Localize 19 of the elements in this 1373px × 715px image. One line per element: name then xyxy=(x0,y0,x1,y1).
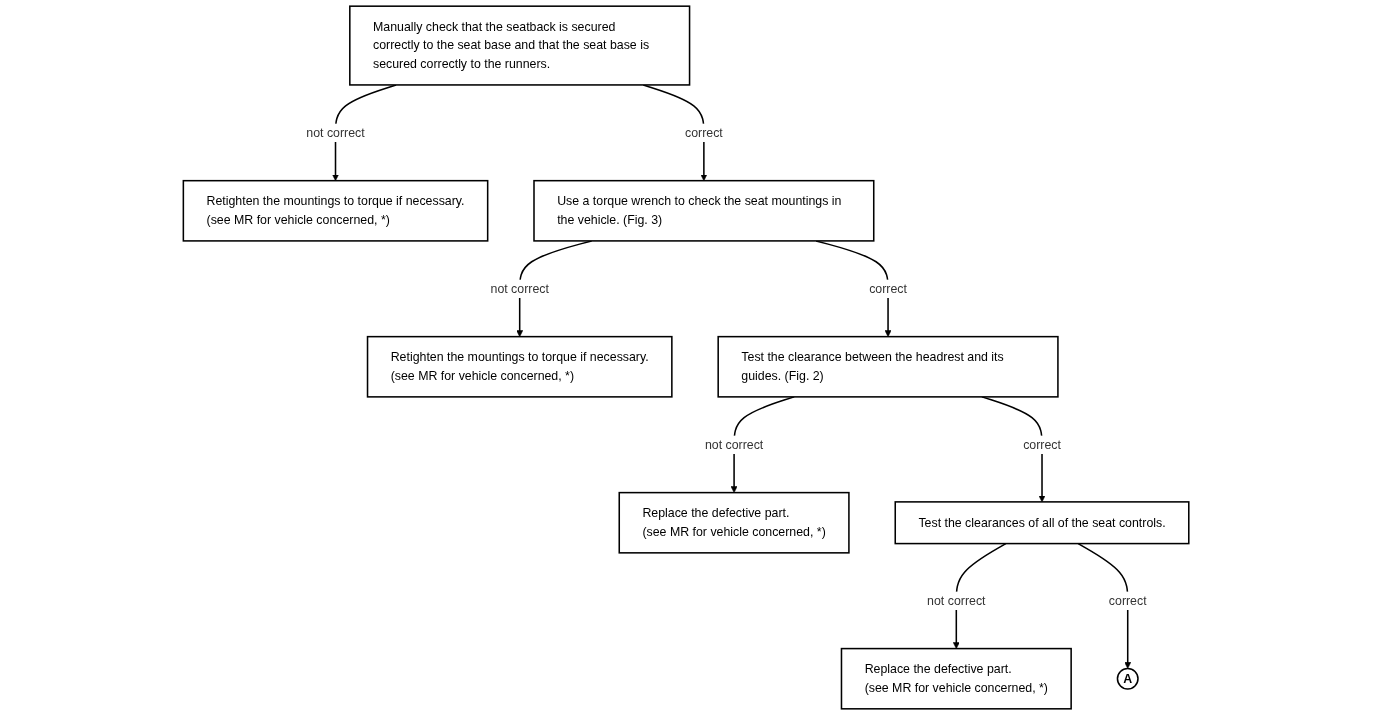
node-box: Use a torque wrench to check the seat mountings in the vehicle. (Fig. 3) xyxy=(533,179,875,242)
node-box: Replace the defective part. (see MR for vehicle concerned, *) xyxy=(841,647,1073,710)
node-box: Test the clearances of all of the seat controls. xyxy=(894,501,1190,545)
edge-label: correct xyxy=(1109,593,1148,607)
edge-label: correct xyxy=(1023,437,1062,451)
node-circle: A xyxy=(1117,667,1140,690)
edge-label: not correct xyxy=(306,125,366,139)
node-box: Retighten the mountings to torque if necessary. (see MR for vehicle concerned, *) xyxy=(367,335,674,398)
node-box: Test the clearance between the headrest and its guides. (Fig. 2) xyxy=(717,335,1060,398)
edge-label: not correct xyxy=(705,437,764,451)
edge-label: not correct xyxy=(927,593,986,607)
node-box: Replace the defective part. (see MR for vehicle concerned, *) xyxy=(618,491,851,554)
arrow xyxy=(1077,542,1132,669)
edge-label: correct xyxy=(685,125,724,139)
arrow xyxy=(981,396,1046,503)
edge-label: correct xyxy=(869,281,908,295)
edge-label: not correct xyxy=(490,281,550,295)
node-box: Retighten the mountings to torque if necessary. (see MR for vehicle concerned, *) xyxy=(183,179,489,242)
node-box: Manually check that the seatback is secured correctly to the seat base and that the seat base is secured correctly to the runners. xyxy=(349,5,691,86)
